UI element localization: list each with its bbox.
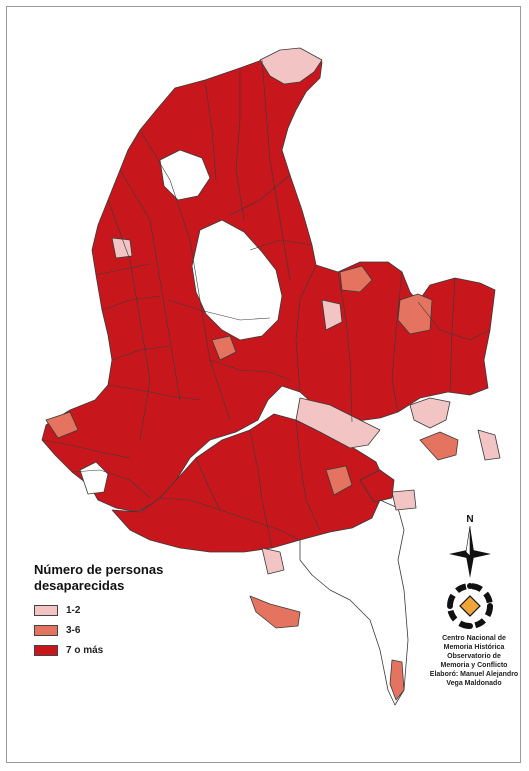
region-guajira xyxy=(259,47,323,85)
region-patch-9 xyxy=(249,595,301,629)
region-patch-14 xyxy=(211,335,237,361)
region-patch-8 xyxy=(261,547,285,575)
region-patch-6 xyxy=(359,469,395,503)
map-legend: Número de personas desaparecidas 1-2 3-6… xyxy=(34,562,194,662)
legend-swatch-high xyxy=(34,644,58,656)
credits-line: Memoria y Conflicto xyxy=(440,662,508,669)
credits-line: Memoria Histórica xyxy=(443,644,505,651)
north-arrow: N xyxy=(445,512,495,582)
region-patch-2 xyxy=(409,397,451,429)
legend-item-mid: 3-6 xyxy=(34,622,194,638)
credits-line: Elaboró: Manuel Alejandro xyxy=(429,671,519,678)
region-patch-4 xyxy=(477,429,501,461)
region-patch-3 xyxy=(419,431,459,461)
north-label: N xyxy=(466,514,473,525)
credits-block: Centro Nacional de Memoria Histórica Obs… xyxy=(424,634,524,688)
region-patch-13 xyxy=(321,299,343,331)
region-patch-12 xyxy=(339,265,373,293)
district-borders xyxy=(41,59,491,549)
region-patch-1 xyxy=(295,397,381,449)
legend-swatch-mid xyxy=(34,624,58,636)
region-southwest-mosaic xyxy=(79,461,109,495)
legend-list: 1-2 3-6 7 o más xyxy=(34,602,194,658)
legend-title-line1: Número de personas xyxy=(34,562,164,577)
legend-label-mid: 3-6 xyxy=(66,624,81,636)
region-patch-5 xyxy=(391,489,417,511)
credits-line: Centro Nacional de xyxy=(442,635,506,642)
region-patch-16 xyxy=(45,411,79,439)
credits-line: Observatorio de xyxy=(447,653,501,660)
cnmh-logo-icon xyxy=(447,583,493,629)
compass-icon: N xyxy=(449,514,491,578)
legend-label-high: 7 o más xyxy=(66,644,104,656)
region-patch-15 xyxy=(111,237,133,259)
credits-line: Vega Maldonado xyxy=(446,680,502,687)
legend-item-low: 1-2 xyxy=(34,602,194,618)
region-patch-11 xyxy=(397,293,433,335)
region-patch-10 xyxy=(389,659,405,701)
legend-item-high: 7 o más xyxy=(34,642,194,658)
region-patch-7 xyxy=(325,465,353,496)
region-andean-mosaic xyxy=(191,219,283,341)
cnmh-logo xyxy=(446,582,494,630)
legend-label-low: 1-2 xyxy=(66,604,81,616)
legend-swatch-low xyxy=(34,604,58,616)
legend-title-line2: desaparecidas xyxy=(34,578,125,593)
region-southeast xyxy=(299,499,409,706)
legend-title: Número de personas desaparecidas xyxy=(34,562,194,594)
